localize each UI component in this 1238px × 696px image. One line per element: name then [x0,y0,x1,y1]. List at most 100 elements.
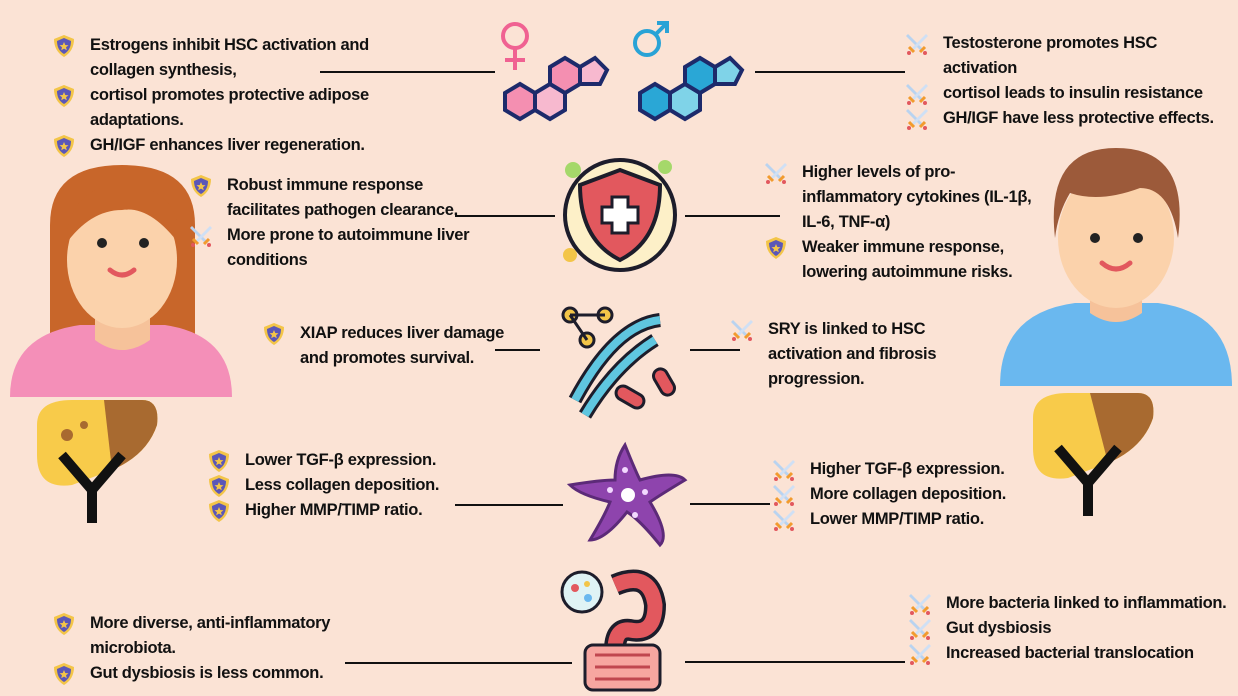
female-points-5: More diverse, anti-inflammatory microbio… [52,611,392,686]
point-text: Robust immune response facilitates patho… [227,176,458,219]
female-connector-line [320,71,495,73]
point-item: Gut dysbiosis is less common. [52,661,392,686]
point-text: XIAP reduces liver damage and promotes s… [300,324,505,367]
point-item: More diverse, anti-inflammatory microbio… [52,611,392,661]
point-text: Higher levels of pro-inflammatory cytoki… [802,163,1032,231]
female-points-4: Lower TGF-β expression. Less collagen dep… [207,448,477,523]
crossed-swords-icon [764,161,788,185]
male-connector-line [690,503,770,505]
point-text: cortisol leads to insulin resistance [943,84,1203,102]
shield-icon [262,322,286,346]
point-text: Testosterone promotes HSC activation [943,34,1158,77]
point-text: Weaker immune response, lowering autoimm… [802,238,1013,281]
point-text: GH/IGF have less protective effects. [943,109,1214,127]
female-connector-line [345,662,572,664]
male-liver-icon [1033,393,1154,516]
point-text: Gut dysbiosis [946,619,1052,637]
shield-icon [207,499,231,523]
point-text: Less collagen deposition. [245,476,440,494]
sex-hormone-molecules-icon [501,21,745,122]
female-points-2: Robust immune response facilitates patho… [189,173,479,273]
point-text: More prone to autoimmune liver condition… [227,226,470,269]
point-item: More prone to autoimmune liver condition… [189,223,479,273]
female-connector-line [455,504,563,506]
male-symbol-icon [633,21,669,57]
shield-icon [189,174,213,198]
point-item: cortisol promotes protective adipose ada… [52,83,412,133]
point-item: Robust immune response facilitates patho… [189,173,479,223]
shield-icon [52,612,76,636]
point-item: XIAP reduces liver damage and promotes s… [262,321,522,371]
point-item: Less collagen deposition. [207,473,477,498]
point-text: Increased bacterial translocation [946,644,1194,662]
point-text: More bacteria linked to inflammation. [946,594,1227,612]
point-item: Higher levels of pro-inflammatory cytoki… [764,160,1044,235]
point-text: Lower TGF-β expression. [245,451,437,469]
female-figure-illustration [10,165,232,397]
crossed-swords-icon [908,642,932,666]
shield-icon [52,134,76,158]
male-points-5: More bacteria linked to inflammation. Gut… [908,591,1238,666]
shield-icon [52,34,76,58]
hepatic-stellate-cell-icon [566,441,688,548]
male-points-2: Higher levels of pro-inflammatory cytoki… [764,160,1044,285]
point-text: Higher MMP/TIMP ratio. [245,501,423,519]
male-connector-line [685,661,905,663]
point-text: Lower MMP/TIMP ratio. [810,510,984,528]
point-item: Lower TGF-β expression. [207,448,477,473]
crossed-swords-icon [772,483,796,507]
crossed-swords-icon [189,224,213,248]
point-text: SRY is linked to HSC activation and fibr… [768,320,937,388]
point-text: More diverse, anti-inflammatory microbio… [90,614,331,657]
male-connector-line [685,215,780,217]
point-item: GH/IGF have less protective effects. [905,106,1235,131]
shield-icon [764,236,788,260]
point-item: cortisol leads to insulin resistance [905,81,1235,106]
point-item: Gut dysbiosis [908,616,1238,641]
crossed-swords-icon [730,318,754,342]
female-liver-icon [37,400,158,523]
female-points-1: Estrogens inhibit HSC activation and col… [52,33,412,158]
point-item: Lower MMP/TIMP ratio. [772,507,1052,532]
point-item: Estrogens inhibit HSC activation and col… [52,33,412,83]
point-text: GH/IGF enhances liver regeneration. [90,136,365,154]
point-item: Increased bacterial translocation [908,641,1238,666]
crossed-swords-icon [908,592,932,616]
male-points-3: SRY is linked to HSC activation and fibr… [730,317,970,392]
point-text: Gut dysbiosis is less common. [90,664,324,682]
shield-icon [52,84,76,108]
point-text: Higher TGF-β expression. [810,460,1005,478]
gut-microbiota-icon [560,569,667,692]
point-item: More bacteria linked to inflammation. [908,591,1238,616]
female-connector-line [495,349,540,351]
shield-icon [207,449,231,473]
male-points-4: Higher TGF-β expression. More collagen de… [772,457,1052,532]
crossed-swords-icon [905,82,929,106]
point-item: More collagen deposition. [772,482,1052,507]
point-item: Higher MMP/TIMP ratio. [207,498,477,523]
point-text: cortisol promotes protective adipose ada… [90,86,369,129]
female-connector-line [455,215,555,217]
male-connector-line [690,349,740,351]
shield-icon [207,474,231,498]
crossed-swords-icon [905,107,929,131]
crossed-swords-icon [908,617,932,641]
immune-shield-icon [563,158,677,272]
female-points-3: XIAP reduces liver damage and promotes s… [262,321,522,371]
dna-genetics-icon [561,306,676,419]
shield-icon [52,662,76,686]
point-item: GH/IGF enhances liver regeneration. [52,133,412,158]
point-item: Weaker immune response, lowering autoimm… [764,235,1044,285]
male-figure-illustration [1000,148,1232,386]
point-item: Testosterone promotes HSC activation [905,31,1235,81]
crossed-swords-icon [905,32,929,56]
point-item: Higher TGF-β expression. [772,457,1052,482]
female-symbol-icon [501,22,529,70]
crossed-swords-icon [772,508,796,532]
male-points-1: Testosterone promotes HSC activation cort… [905,31,1235,131]
point-item: SRY is linked to HSC activation and fibr… [730,317,970,392]
male-connector-line [755,71,905,73]
point-text: Estrogens inhibit HSC activation and col… [90,36,369,79]
point-text: More collagen deposition. [810,485,1007,503]
crossed-swords-icon [772,458,796,482]
